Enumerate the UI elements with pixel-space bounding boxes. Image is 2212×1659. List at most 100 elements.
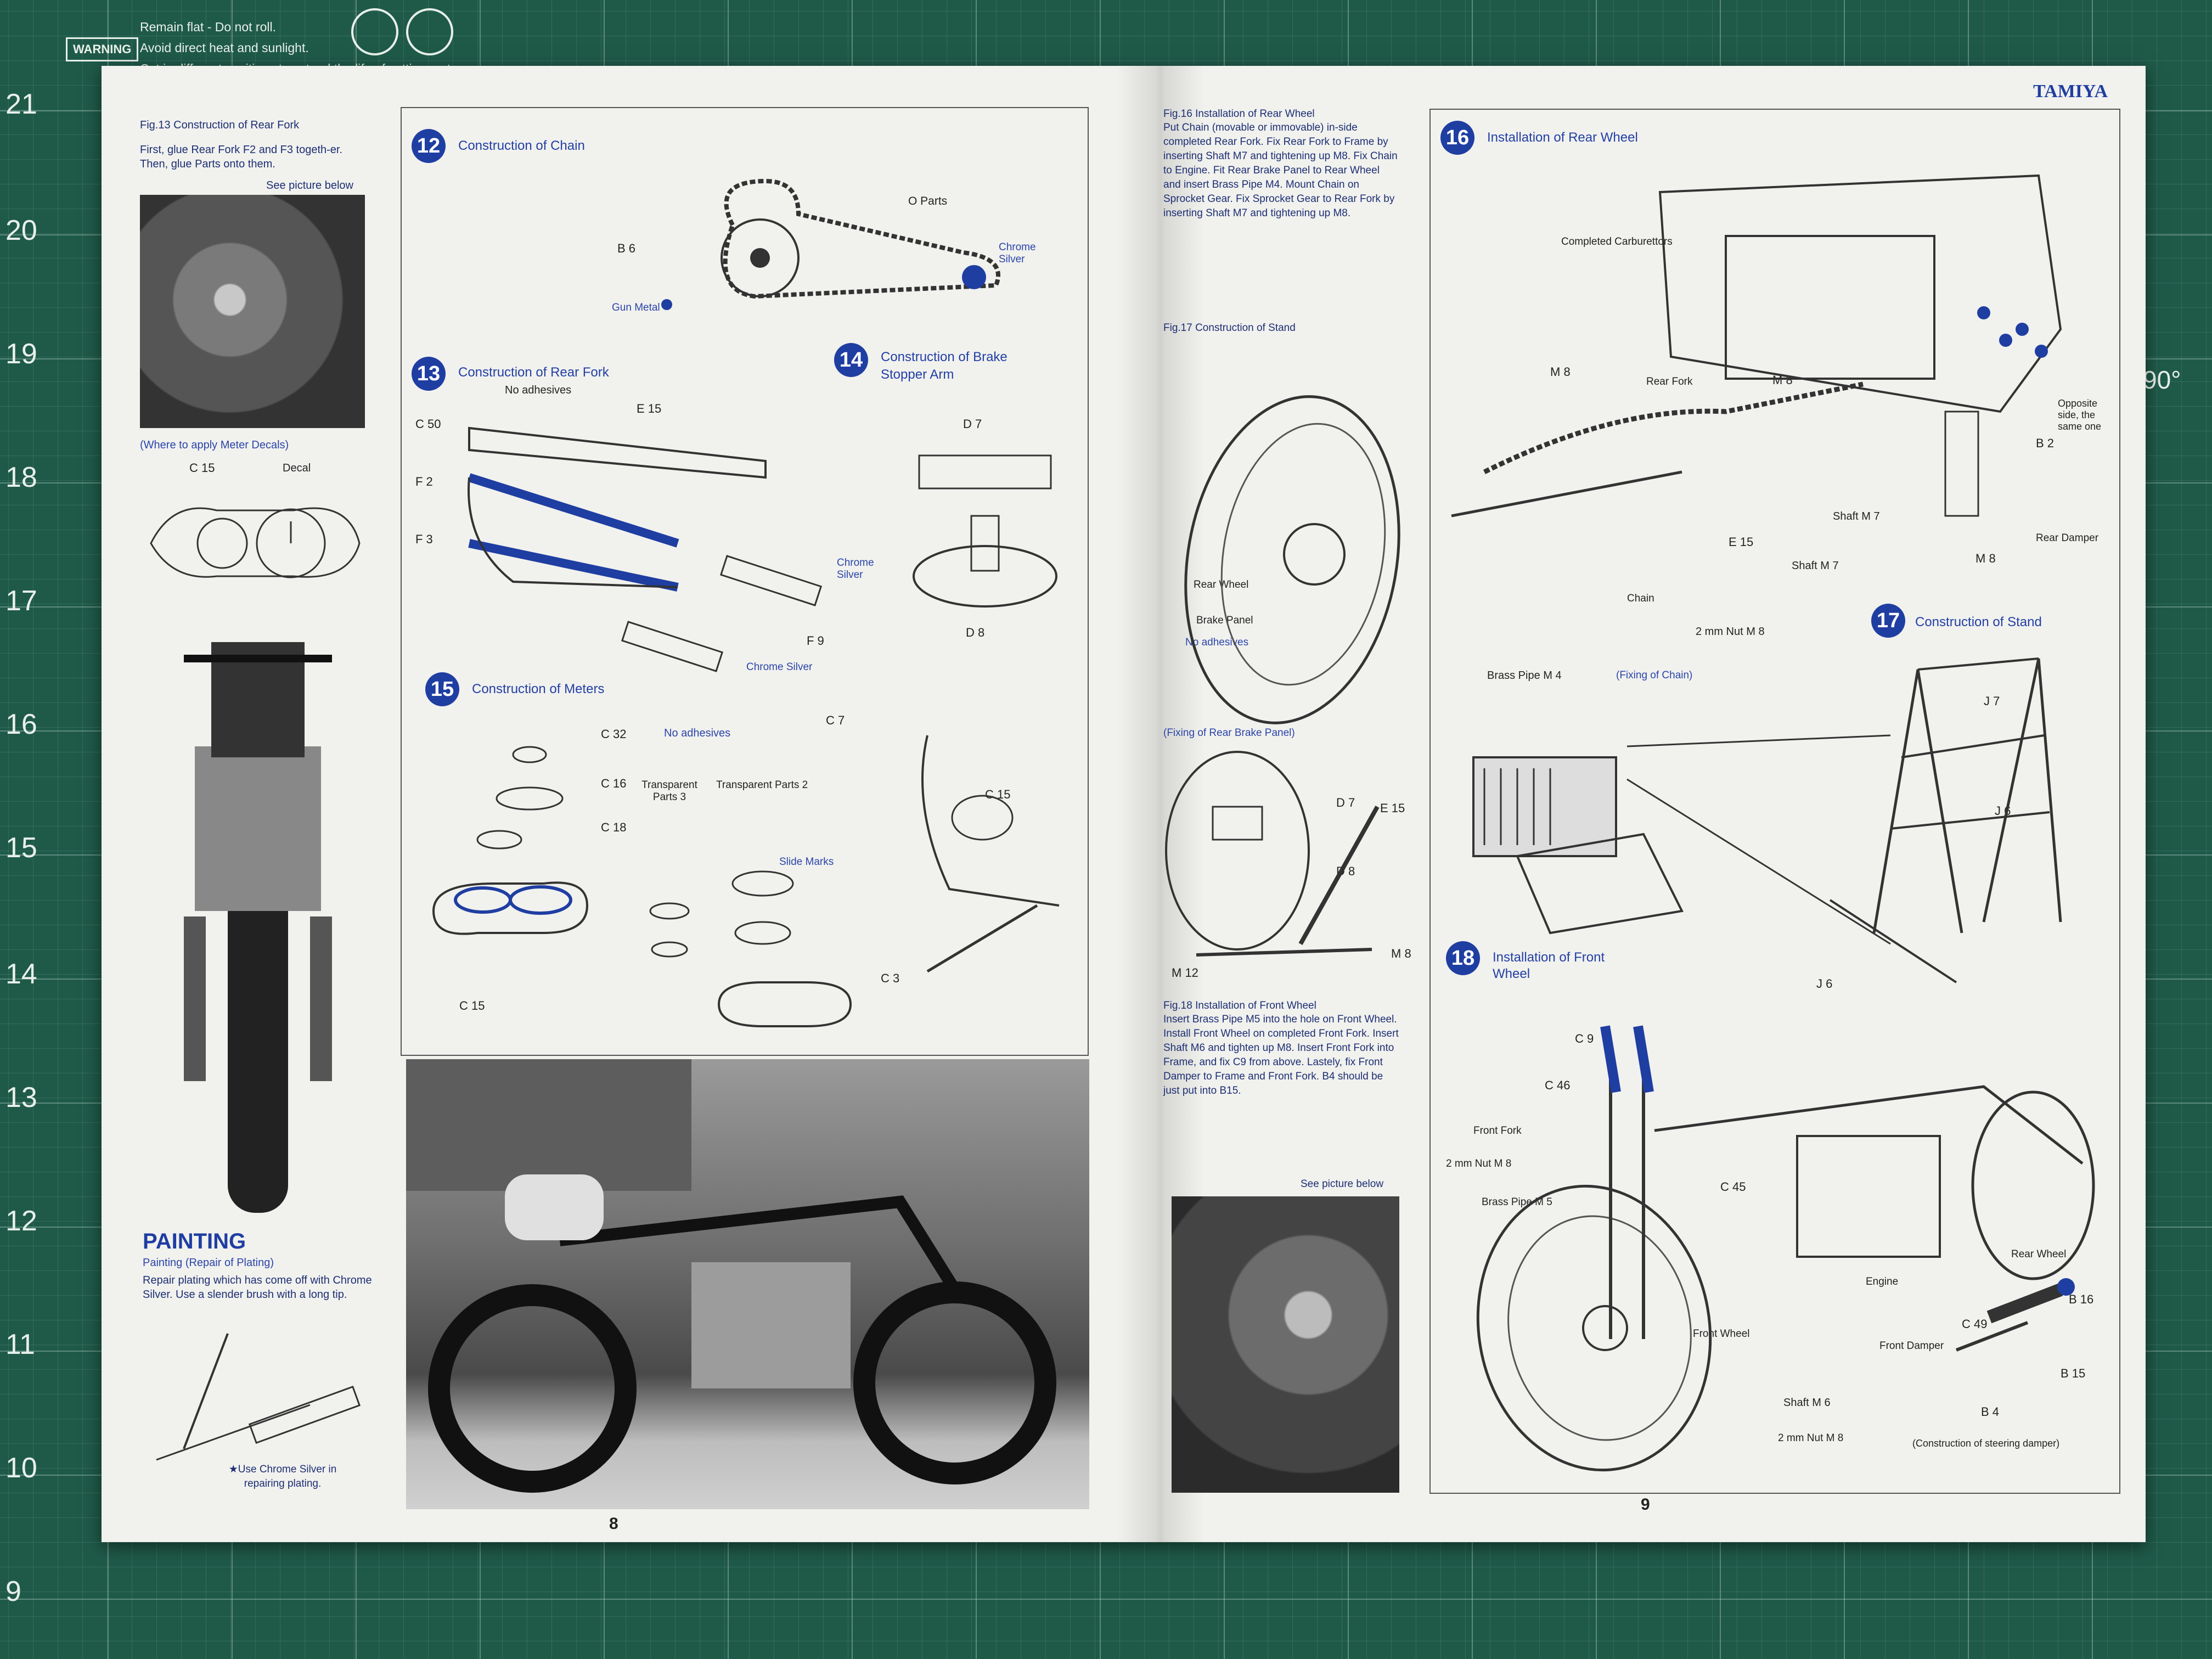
label-fixing-of-chain: (Fixing of Chain)	[1616, 670, 1693, 681]
fixing-brake-caption: (Fixing of Rear Brake Panel)	[1163, 727, 1295, 739]
label-decal: Decal	[283, 462, 311, 474]
label-c45: C 45	[1720, 1180, 1746, 1194]
mat-warning-label: WARNING	[66, 37, 139, 61]
label-m8: M 8	[1391, 947, 1411, 960]
label-brass-pipe-m5: Brass Pipe M 5	[1482, 1196, 1552, 1208]
step18-badge: 18	[1446, 941, 1480, 975]
label-c16: C 16	[601, 777, 627, 790]
brake-arm-diagram	[913, 454, 1057, 608]
label-shaft-m6: Shaft M 6	[1783, 1397, 1831, 1409]
label-brake-panel: Brake Panel	[1196, 615, 1253, 626]
ruler-number: 17	[5, 585, 37, 617]
step17-title: Construction of Stand	[1915, 615, 2042, 629]
label-slide-marks: Slide Marks	[779, 856, 834, 868]
motorcycle-front-photo	[162, 609, 354, 1218]
label-j6: J 6	[1816, 977, 1833, 991]
label-f3: F 3	[415, 532, 433, 546]
label-front-damper: Front Damper	[1879, 1340, 1944, 1352]
meters-diagram	[432, 735, 1060, 1027]
label-o-parts: O Parts	[908, 195, 948, 207]
step15-title: Construction of Meters	[472, 682, 605, 696]
label-c3: C 3	[881, 971, 900, 985]
fig17-title: Fig.17 Construction of Stand	[1163, 322, 1296, 334]
step18-title: Installation of Front Wheel	[1493, 950, 1605, 981]
painting-title: PAINTING	[143, 1229, 246, 1253]
rear-fork-photo	[140, 195, 365, 428]
label-c46: C 46	[1545, 1078, 1571, 1092]
label-chrome-silver: Chrome Silver	[999, 241, 1036, 265]
fig18-text: Insert Brass Pipe M5 into the hole on Fr…	[1163, 1014, 1399, 1096]
label-c9: C 9	[1575, 1032, 1594, 1045]
mat-note: Remain flat - Do not roll.	[140, 20, 276, 34]
step14-badge: 14	[834, 343, 868, 377]
label-m8: M 8	[1975, 552, 1996, 565]
label-front-fork: Front Fork	[1473, 1125, 1522, 1137]
page-number-left: 8	[609, 1515, 618, 1533]
step16-badge: 16	[1440, 121, 1474, 155]
label-c7: C 7	[826, 713, 845, 727]
label-j7: J 7	[1984, 694, 2000, 708]
label-rear-fork: Rear Fork	[1646, 376, 1693, 387]
label-c15: C 15	[459, 999, 485, 1013]
ruler-number: 14	[5, 958, 37, 990]
label-no-adhesives: No adhesives	[505, 384, 572, 396]
label-chrome-silver: Chrome Silver	[837, 557, 874, 581]
label-e15: E 15	[637, 402, 662, 415]
brake-panel-diagram	[1165, 751, 1380, 957]
label-nut-m8: 2 mm Nut M 8	[1696, 626, 1765, 638]
painting-text: Repair plating which has come off with C…	[143, 1274, 372, 1301]
label-brass-pipe-m4: Brass Pipe M 4	[1487, 670, 1562, 682]
label-front-wheel: Front Wheel	[1693, 1328, 1750, 1340]
instruction-booklet: Fig.13 Construction of Rear Fork First, …	[102, 66, 2146, 1542]
label-c49: C 49	[1962, 1317, 1988, 1331]
rear-wheel-installation-diagram	[1184, 174, 2062, 724]
label-b15: B 15	[2061, 1366, 2086, 1380]
brush-diagram	[156, 1333, 361, 1461]
label-f2: F 2	[415, 475, 433, 488]
step14-title: Construction of Brake Stopper Arm	[881, 350, 1007, 382]
label-d7: D 7	[1336, 796, 1355, 809]
front-wheel-installation-diagram	[1476, 1025, 2095, 1472]
ruler-number: 11	[5, 1329, 35, 1360]
page-number-right: 9	[1641, 1495, 1650, 1514]
label-transparent-parts-3: Transparent Parts 3	[641, 779, 697, 803]
fig16-title: Fig.16 Installation of Rear Wheel	[1163, 108, 1315, 120]
label-chrome-silver: Chrome Silver	[746, 661, 813, 673]
label-c18: C 18	[601, 820, 627, 834]
chrome-note: ★Use Chrome Silver in repairing plating.	[228, 1464, 337, 1489]
ruler-number: 19	[5, 338, 37, 370]
tamiya-logo: TAMIYA	[2033, 81, 2108, 102]
step15-badge: 15	[425, 672, 459, 706]
ruler-number: 16	[5, 708, 37, 740]
label-completed-carburettors: Completed Carburettors	[1561, 236, 1673, 248]
flame-icon	[351, 8, 398, 55]
stand-diagram	[1829, 657, 2062, 983]
painting-subtitle: Painting (Repair of Plating)	[143, 1257, 274, 1269]
label-e15: E 15	[1729, 535, 1754, 549]
label-transparent-parts-2: Transparent Parts 2	[716, 779, 808, 791]
step13-title: Construction of Rear Fork	[458, 365, 609, 380]
label-shaft-m7: Shaft M 7	[1792, 560, 1839, 572]
label-b16: B 16	[2069, 1292, 2094, 1306]
engine-chain-diagram	[1472, 734, 1891, 945]
label-d7: D 7	[963, 417, 982, 431]
ruler-number: 20	[5, 215, 37, 246]
label-m12: M 12	[1172, 966, 1198, 980]
label-steering-damper: (Construction of steering damper)	[1912, 1438, 2060, 1449]
ruler-number: 15	[5, 832, 37, 864]
meter-diagram	[150, 507, 361, 578]
label-opposite-side: Opposite side, the same one	[2058, 398, 2102, 432]
angle-label: 90°	[2143, 365, 2181, 394]
fig13-text: First, glue Rear Fork F2 and F3 togeth-e…	[140, 144, 343, 170]
label-nut-m8: 2 mm Nut M 8	[1778, 1432, 1844, 1444]
label-b2: B 2	[2036, 436, 2055, 450]
sun-icon	[406, 8, 453, 55]
see-picture-note: See picture below	[266, 179, 353, 192]
fig18-title: Fig.18 Installation of Front Wheel	[1163, 1000, 1316, 1011]
label-nut-m8: 2 mm Nut M 8	[1446, 1158, 1512, 1169]
step13-badge: 13	[412, 357, 446, 391]
fig13-title: Fig.13 Construction of Rear Fork	[140, 119, 300, 131]
label-no-adhesives: No adhesives	[664, 727, 731, 739]
label-e15: E 15	[1380, 801, 1405, 815]
label-f9: F 9	[807, 634, 824, 648]
